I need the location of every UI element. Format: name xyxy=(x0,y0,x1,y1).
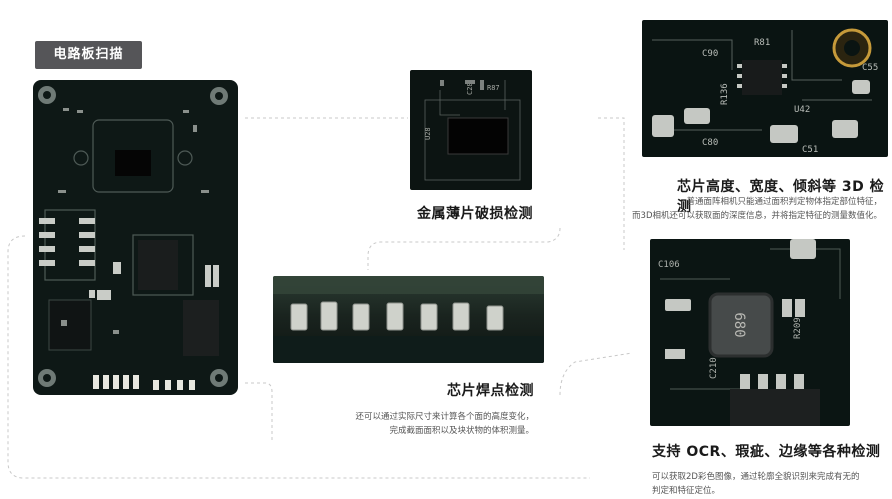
connector-right-lower xyxy=(559,352,633,396)
ocr-description: 可以获取2D彩色图像，通过轮廓全貌识别来完成有无的 判定和特征定位。 xyxy=(652,470,888,498)
svg-text:R87: R87 xyxy=(487,84,500,92)
svg-text:R136: R136 xyxy=(720,83,730,105)
connector-right-upper xyxy=(598,117,625,250)
svg-text:C51: C51 xyxy=(802,145,818,155)
section-tag: 电路板扫描 xyxy=(35,41,142,69)
solder-description-line-1: 还可以通过实际尺寸来计算各个面的高度变化， xyxy=(355,412,534,422)
inductor-label: 680 xyxy=(731,312,747,337)
svg-text:C55: C55 xyxy=(862,63,878,73)
metal-caption: 金属薄片破损检测 xyxy=(417,206,533,222)
svg-text:C28: C28 xyxy=(466,82,474,95)
3d-caption: 芯片高度、宽度、倾斜等 3D 检测 xyxy=(677,179,885,215)
connector-solder xyxy=(245,382,273,440)
svg-text:R81: R81 xyxy=(754,38,770,48)
solder-caption: 芯片焊点检测 xyxy=(447,383,534,399)
pcb-board-image xyxy=(33,80,238,395)
metal-sheet-image: U28 C28 R87 xyxy=(410,70,532,190)
3d-description-line-1: 普通面阵相机只能通过面积判定物体指定部位特征， xyxy=(686,197,882,207)
svg-text:C106: C106 xyxy=(658,260,680,270)
3d-description-line-2: 而3D相机还可以获取面的深度信息，并将指定特征的测量数值化。 xyxy=(632,211,882,221)
svg-text:U42: U42 xyxy=(794,105,810,115)
solder-description: 还可以通过实际尺寸来计算各个面的高度变化， 完成截面面积以及块状物的体积测量。 xyxy=(330,410,534,438)
solder-joint-image xyxy=(273,276,544,363)
svg-text:C80: C80 xyxy=(702,138,718,148)
3d-description: 普通面阵相机只能通过面积判定物体指定部位特征， 而3D相机还可以获取面的深度信息… xyxy=(582,195,882,223)
ocr-description-line-1: 可以获取2D彩色图像，通过轮廓全貌识别来完成有无的 xyxy=(652,472,860,482)
ocr-caption: 支持 OCR、瑕疵、边缘等各种检测 xyxy=(652,444,881,460)
svg-text:R209: R209 xyxy=(793,317,803,339)
svg-text:C210: C210 xyxy=(709,357,719,379)
connector-center xyxy=(367,227,561,270)
solder-description-line-2: 完成截面面积以及块状物的体积测量。 xyxy=(389,426,534,436)
svg-text:C90: C90 xyxy=(702,49,718,59)
connector-left-loop xyxy=(7,235,590,479)
svg-text:U28: U28 xyxy=(424,127,432,140)
ocr-description-line-2: 判定和特征定位。 xyxy=(652,486,721,496)
